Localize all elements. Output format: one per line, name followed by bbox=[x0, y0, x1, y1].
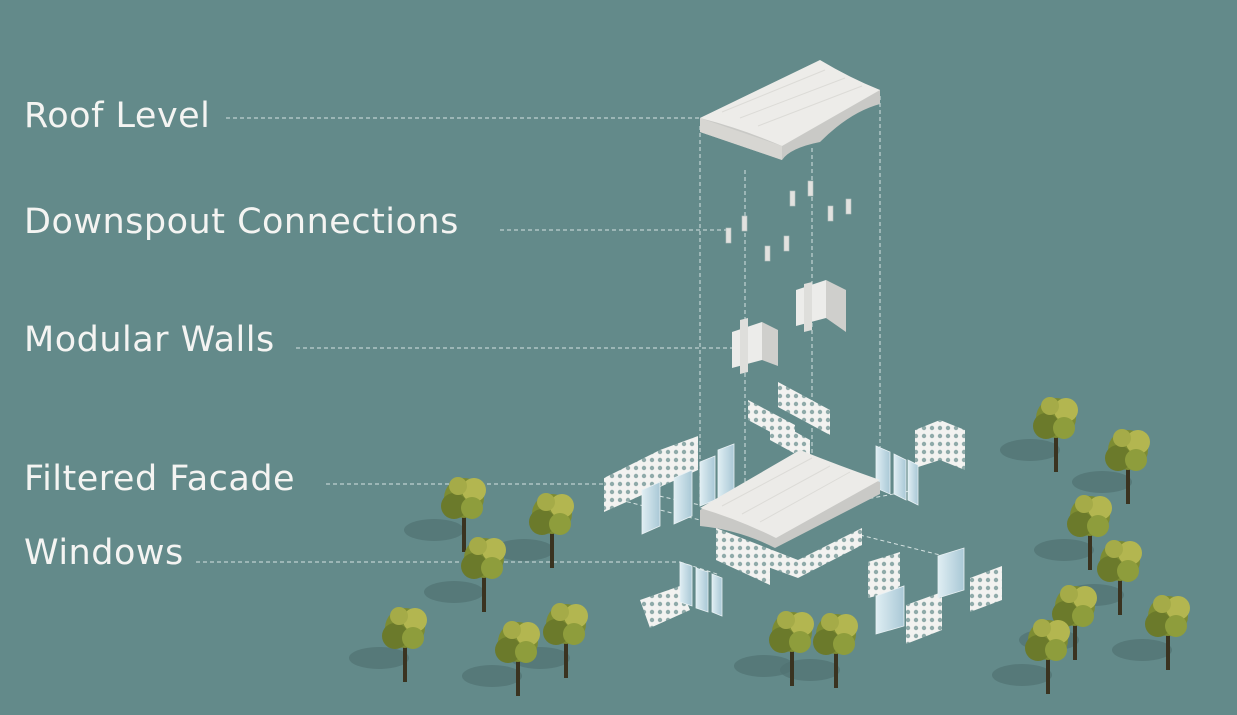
label-downspout-connections: Downspout Connections bbox=[24, 202, 459, 242]
roof-level-element bbox=[700, 60, 880, 160]
label-windows: Windows bbox=[24, 533, 184, 573]
label-roof-level: Roof Level bbox=[24, 96, 210, 136]
label-filtered-facade: Filtered Facade bbox=[24, 459, 295, 499]
label-modular-walls: Modular Walls bbox=[24, 320, 275, 360]
modular-walls bbox=[732, 280, 846, 374]
